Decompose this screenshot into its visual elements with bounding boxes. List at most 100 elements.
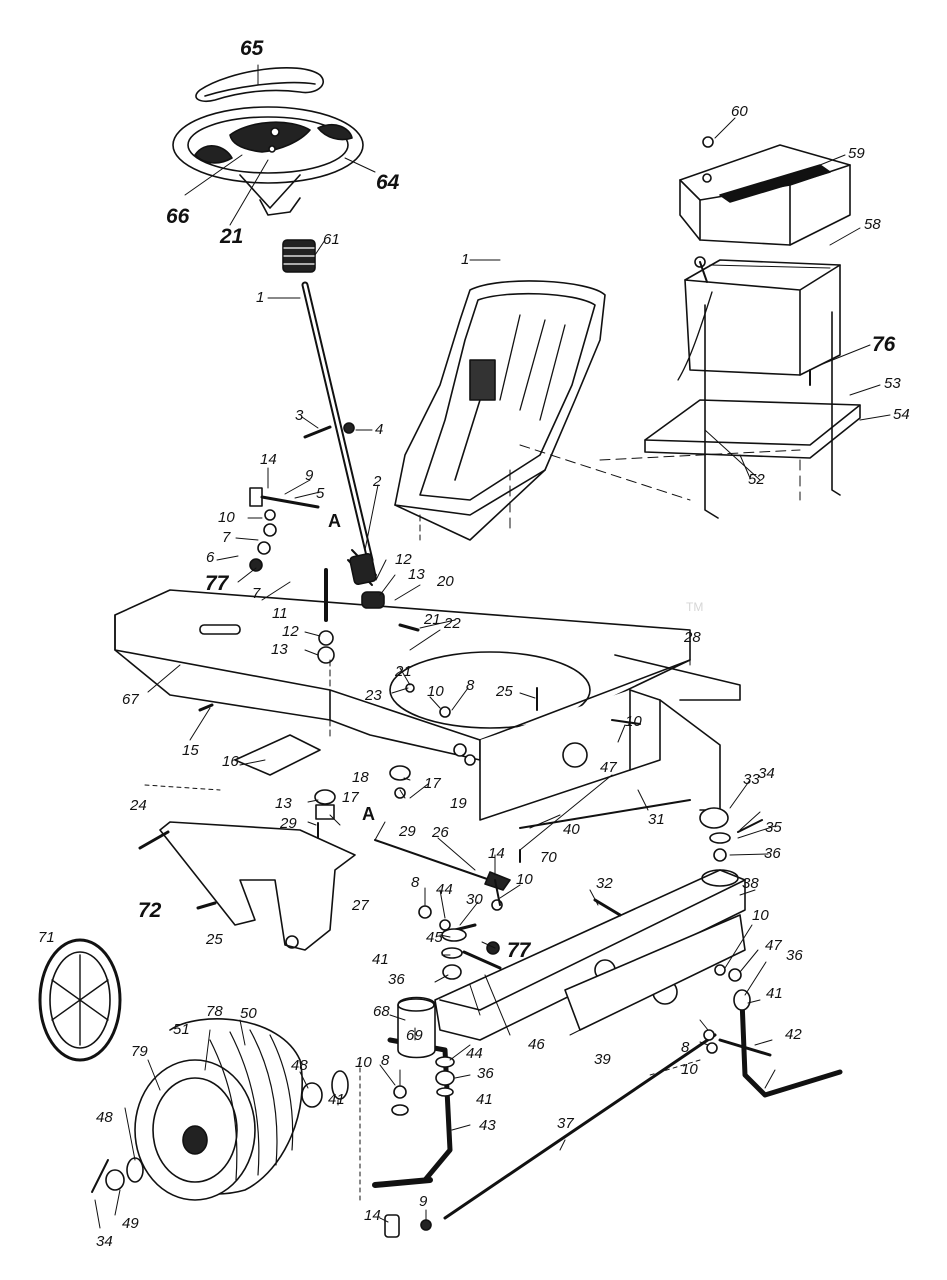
callout-2: 2 xyxy=(373,473,382,490)
callout-3: 3 xyxy=(295,407,304,424)
callout-23: 23 xyxy=(365,687,382,704)
callout-51: 51 xyxy=(173,1021,190,1038)
callout-22: 22 xyxy=(444,615,461,632)
callout-25: 25 xyxy=(496,683,513,700)
callout-45: 45 xyxy=(426,929,443,946)
callout-11: 11 xyxy=(272,605,288,622)
callout-42: 42 xyxy=(785,1026,802,1043)
callout-16: 16 xyxy=(222,753,239,770)
bushing-part xyxy=(397,996,436,1059)
seat-part xyxy=(394,280,606,541)
callout-30: 30 xyxy=(466,891,483,908)
callout-9: 9 xyxy=(305,467,314,484)
callout-34: 34 xyxy=(758,765,775,782)
callout-8: 8 xyxy=(411,874,420,891)
callout-48: 48 xyxy=(96,1109,113,1126)
callout-13: 13 xyxy=(408,566,425,583)
callout-21: 21 xyxy=(220,225,244,248)
wheel-cover-part xyxy=(38,938,122,1062)
callout-19: 19 xyxy=(450,795,467,812)
callout-8: 8 xyxy=(381,1052,390,1069)
callout-13: 13 xyxy=(275,795,292,812)
callout-4: 4 xyxy=(375,421,384,438)
callout-41: 41 xyxy=(766,985,783,1002)
callout-21: 21 xyxy=(395,663,412,680)
leader-lines xyxy=(94,64,891,1229)
callout-44: 44 xyxy=(436,881,453,898)
callout-9: 9 xyxy=(419,1193,428,1210)
callout-47: 47 xyxy=(765,937,782,954)
callout-29: 29 xyxy=(280,815,297,832)
callout-25: 25 xyxy=(206,931,223,948)
callout-64: 64 xyxy=(376,171,400,194)
callout-36: 36 xyxy=(764,845,781,862)
callout-10: 10 xyxy=(681,1061,698,1078)
callout-39: 39 xyxy=(594,1051,611,1068)
battery-part xyxy=(677,259,841,381)
battery-tray-part xyxy=(644,304,861,519)
callout-10: 10 xyxy=(355,1054,372,1071)
callout-10: 10 xyxy=(218,509,235,526)
callout-54: 54 xyxy=(893,406,910,423)
support-plate-part xyxy=(159,821,356,951)
steering-shaft-part xyxy=(301,281,377,586)
callout-10: 10 xyxy=(427,683,444,700)
callout-8: 8 xyxy=(466,677,475,694)
callout-47: 47 xyxy=(600,759,617,776)
callout-53: 53 xyxy=(884,375,901,392)
callout-18: 18 xyxy=(352,769,369,786)
callout-67: 67 xyxy=(122,691,139,708)
callout-13: 13 xyxy=(271,641,288,658)
callout-26: 26 xyxy=(432,824,449,841)
callout-40: 40 xyxy=(563,821,580,838)
callout-8: 8 xyxy=(681,1039,690,1056)
callout-49: 49 xyxy=(122,1215,139,1232)
callout-41: 41 xyxy=(372,951,389,968)
callout-59: 59 xyxy=(848,145,865,162)
callout-36: 36 xyxy=(477,1065,494,1082)
callout-6: 6 xyxy=(206,549,215,566)
callout-21: 21 xyxy=(424,611,441,628)
callout-10: 10 xyxy=(516,871,533,888)
callout-50: 50 xyxy=(240,1005,257,1022)
tie-rod-part xyxy=(443,1033,717,1220)
spindle-right-part xyxy=(718,997,843,1098)
callout-14: 14 xyxy=(488,845,505,862)
callout-37: 37 xyxy=(557,1115,574,1132)
callout-61: 61 xyxy=(323,231,340,248)
callout-41: 41 xyxy=(328,1091,345,1108)
callout-24: 24 xyxy=(130,797,147,814)
callout-7: 7 xyxy=(252,585,261,602)
callout-48: 48 xyxy=(291,1057,308,1074)
callout-65: 65 xyxy=(240,37,264,60)
callout-14: 14 xyxy=(260,451,277,468)
callout-A: A xyxy=(362,804,375,824)
callout-71: 71 xyxy=(38,929,55,946)
callout-A: A xyxy=(328,511,341,531)
battery-cover-part xyxy=(679,144,851,246)
callout-33: 33 xyxy=(743,771,760,788)
callout-70: 70 xyxy=(540,849,557,866)
callout-66: 66 xyxy=(166,205,190,228)
callout-1: 1 xyxy=(461,251,470,268)
callout-14: 14 xyxy=(364,1207,381,1224)
callout-32: 32 xyxy=(596,875,613,892)
callout-36: 36 xyxy=(388,971,405,988)
steering-wheel-part xyxy=(172,106,364,216)
callout-69: 69 xyxy=(406,1027,423,1044)
callout-72: 72 xyxy=(138,899,162,922)
callout-52: 52 xyxy=(748,471,765,488)
callout-38: 38 xyxy=(742,875,759,892)
callout-31: 31 xyxy=(648,811,665,828)
callout-15: 15 xyxy=(182,742,199,759)
callout-17: 17 xyxy=(342,789,359,806)
callout-34: 34 xyxy=(96,1233,113,1250)
callout-68: 68 xyxy=(373,1003,390,1020)
axle-support-part xyxy=(564,914,746,1031)
callout-20: 20 xyxy=(437,573,454,590)
callout-78: 78 xyxy=(206,1003,223,1020)
callout-79: 79 xyxy=(131,1043,148,1060)
callout-43: 43 xyxy=(479,1117,496,1134)
